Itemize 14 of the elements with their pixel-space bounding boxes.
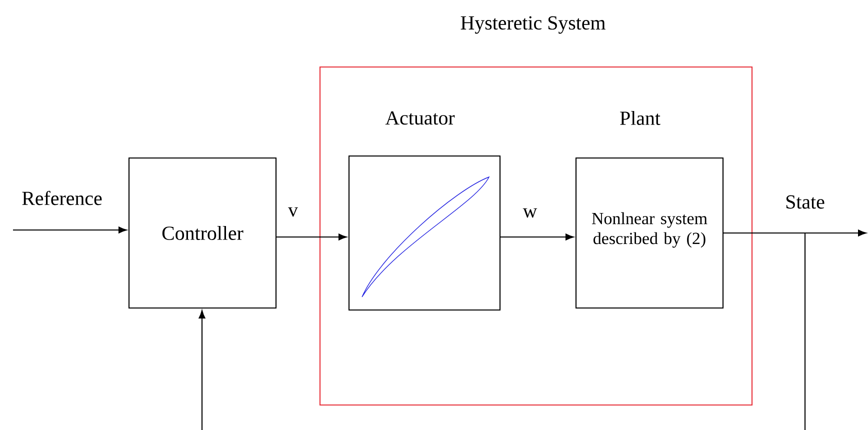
block-description: Nonlnear system described by (2): [592, 212, 708, 248]
arrow: [13, 226, 127, 234]
block-title: Actuator: [385, 111, 455, 125]
block-box: Controller: [128, 157, 277, 309]
signal-label: v: [286, 206, 300, 218]
signal-label: State: [784, 194, 826, 210]
branch-line: [724, 232, 806, 430]
block-title: Plant: [620, 111, 660, 125]
block-title: Hysteretic System: [460, 16, 606, 34]
arrow: [198, 310, 206, 430]
arrow: [276, 234, 347, 240]
arrow: [500, 234, 574, 240]
signal-label: w: [522, 207, 538, 219]
signal-label: Reference: [20, 190, 104, 206]
